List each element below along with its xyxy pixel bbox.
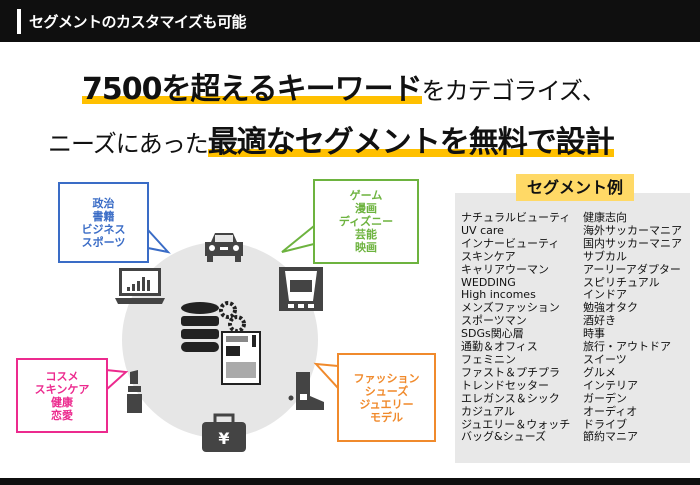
segment-item: スピリチュアル [583, 275, 660, 289]
bubble-item: ジュエリー [359, 397, 414, 411]
bubble-business: 政治 書籍 ビジネス スポーツ [58, 182, 149, 263]
bubble-item: 政治 [92, 196, 115, 210]
segment-item: 時事 [583, 327, 605, 341]
headline-line-1: 7500を超えるキーワードをカテゴライズ、 [82, 64, 606, 108]
headline-text: をカテゴライズ、 [421, 77, 606, 105]
segment-item: ナチュラルビューティ [461, 211, 571, 224]
headline-highlight: 最適なセグメントを無料で設計 [207, 125, 615, 160]
bubble-item: モデル [370, 410, 403, 424]
database-gear-icon [181, 301, 261, 385]
segment-item: 海外サッカーマニア [583, 223, 682, 237]
bubble-item: 漫画 [355, 202, 377, 215]
segment-item: インテリア [583, 378, 638, 392]
bubble-item: スポーツ [81, 235, 126, 249]
header-accent-bar [17, 9, 21, 34]
svg-text:¥: ¥ [218, 429, 229, 448]
headline-text: ニーズにあった [48, 130, 209, 158]
segment-item: SDGs関心層 [461, 327, 524, 341]
segment-item: バッグ&シューズ [461, 430, 547, 444]
bubble-item: 健康 [51, 395, 73, 409]
segment-item: 節約マニア [583, 430, 638, 444]
segment-item: フェミニン [461, 352, 516, 366]
bubble-item: ビジネス [81, 222, 126, 236]
segment-item: メンズファッション [461, 301, 560, 315]
bubble-item: シューズ [364, 384, 409, 398]
bubble-item: スキンケア [34, 382, 90, 396]
bubble-item: ファッション [353, 371, 420, 385]
segment-item: アーリーアダプター [583, 262, 681, 276]
yen-briefcase-icon: ¥ [202, 413, 246, 452]
headline-highlight: 7500を超えるキーワード [82, 72, 423, 107]
segment-item: キャリアウーマン [461, 262, 549, 276]
bubble-fashion: ファッション シューズ ジュエリー モデル [337, 353, 436, 442]
segment-item: High incomes [461, 288, 536, 302]
bubble-item: 書籍 [92, 209, 115, 223]
bubble-item: 芸能 [355, 228, 377, 241]
segment-item: スイーツ [583, 352, 627, 366]
segment-item: ガーデン [583, 391, 627, 405]
segment-item: 酒好き [583, 314, 616, 328]
segment-item: カジュアル [461, 404, 515, 418]
boot-icon [288, 372, 324, 410]
lipstick-icon [127, 370, 142, 413]
segment-item: 勉強オタク [583, 301, 638, 315]
segment-item: ジュエリー＆ウォッチ [461, 417, 571, 431]
segment-item: トレンドセッター [461, 378, 549, 392]
segment-item: 通勤＆オフィス [461, 340, 538, 354]
footer-bar [0, 478, 700, 485]
section-header: セグメントのカスタマイズも可能 [0, 0, 700, 42]
segment-item: インナービューティ [461, 236, 560, 250]
segment-item: インドア [583, 288, 627, 302]
segment-item: スキンケア [461, 249, 516, 263]
bubble-item: ゲーム [349, 189, 383, 202]
segment-item: 旅行・アウトドア [583, 340, 671, 354]
bubble-item: 恋愛 [51, 408, 73, 422]
segment-item: オーディオ [583, 404, 638, 418]
segment-item: 国内サッカーマニア [583, 236, 682, 250]
segment-item: サブカル [583, 249, 627, 263]
segment-item: WEDDING [461, 275, 516, 289]
bubble-item: 映画 [355, 241, 377, 254]
segment-item: ドライブ [583, 417, 627, 431]
segment-item: エレガンス＆シック [461, 391, 560, 405]
segment-examples-panel [455, 193, 690, 463]
segment-list-right: 健康志向海外サッカーマニア国内サッカーマニアサブカルアーリーアダプタースピリチュ… [583, 211, 682, 444]
car-icon [205, 233, 243, 262]
segment-item: スポーツマン [461, 314, 527, 328]
section-title: セグメントのカスタマイズも可能 [29, 13, 247, 31]
laptop-chart-icon [115, 268, 165, 304]
segment-item: ファスト＆プチプラ [461, 365, 560, 379]
bubble-item: ディズニー [338, 215, 394, 228]
theater-icon [279, 267, 323, 311]
segment-item: UV care [461, 223, 504, 237]
headline-line-2: ニーズにあった最適なセグメントを無料で設計 [48, 117, 615, 161]
bubble-beauty: コスメ スキンケア 健康 恋愛 [16, 358, 108, 433]
segment-item: 健康志向 [583, 211, 627, 224]
segment-item: グルメ [583, 365, 616, 379]
bubble-entertainment: ゲーム 漫画 ディズニー 芸能 映画 [313, 179, 419, 264]
bubble-item: コスメ [45, 369, 79, 383]
segment-examples-title: セグメント例 [516, 174, 634, 201]
